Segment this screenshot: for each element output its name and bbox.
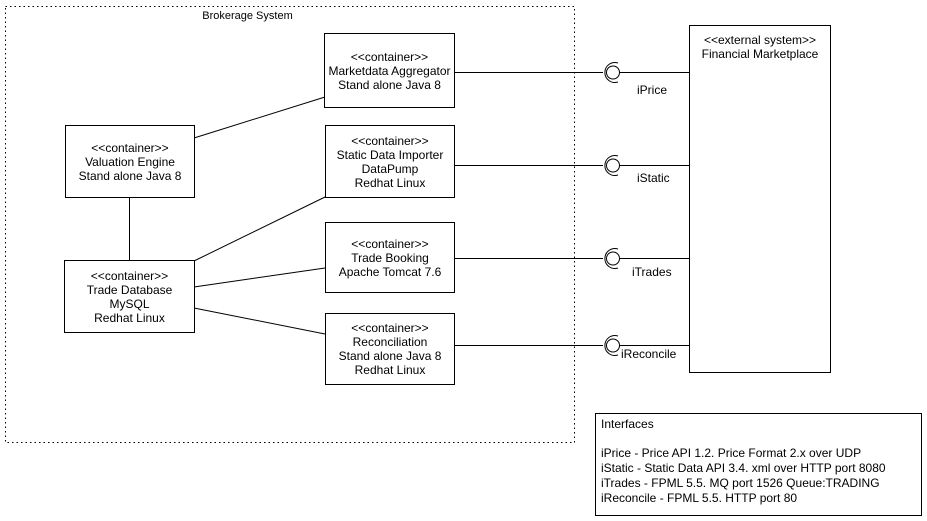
- container-technology: MySQL: [109, 296, 150, 311]
- container-name: Static Data Importer: [336, 147, 444, 162]
- brokerage-system-boundary: [5, 6, 575, 443]
- legend-line-ireconcile: iReconcile - FPML 5.5. HTTP port 80: [601, 491, 798, 505]
- external-system-financial-marketplace: <<external system>> Financial Marketplac…: [689, 25, 831, 373]
- stereotype-label: <<external system>>: [703, 33, 817, 47]
- container-os: Redhat Linux: [94, 310, 165, 325]
- itrades-label: iTrades: [632, 265, 672, 279]
- container-trade-booking: <<container>> Trade Booking Apache Tomca…: [325, 222, 455, 293]
- container-name: Marketdata Aggregator: [328, 63, 451, 78]
- legend-line-itrades: iTrades - FPML 5.5. MQ port 1526 Queue:T…: [601, 476, 880, 490]
- legend-line-iprice: iPrice - Price API 1.2. Price Format 2.x…: [601, 446, 862, 460]
- container-valuation-engine: <<container>> Valuation Engine Stand alo…: [65, 125, 195, 198]
- istatic-lollipop-icon: [604, 155, 620, 176]
- container-name: Valuation Engine: [85, 154, 175, 169]
- container-static-data-importer: <<container>> Static Data Importer DataP…: [325, 125, 455, 198]
- connector-tradedb-to-tradebooking: [193, 267, 326, 288]
- iprice-label: iPrice: [637, 83, 668, 97]
- itrades-lollipop-icon: [604, 248, 620, 269]
- container-trade-database: <<container>> Trade Database MySQL Redha…: [64, 260, 195, 333]
- legend-line-istatic: iStatic - Static Data API 3.4. xml over …: [601, 461, 886, 475]
- stereotype-label: <<container>>: [91, 140, 169, 155]
- container-os: Redhat Linux: [354, 363, 426, 377]
- container-name: Trade Booking: [351, 250, 429, 265]
- connector-tradedb-to-staticimporter: [193, 196, 326, 262]
- container-technology: DataPump: [361, 161, 419, 176]
- external-system-name: Financial Marketplace: [701, 47, 819, 61]
- stereotype-label: <<container>>: [350, 49, 429, 64]
- connector-valuation-to-marketdata: [193, 96, 326, 139]
- container-technology: Stand alone Java 8: [78, 168, 182, 183]
- container-name: Reconciliation: [352, 335, 428, 349]
- legend-title: Interfaces: [601, 417, 654, 431]
- system-boundary-label: Brokerage System: [202, 10, 293, 22]
- connector-tradedb-to-reconciliation: [193, 307, 326, 335]
- container-marketdata-aggregator: <<container>> Marketdata Aggregator Stan…: [324, 33, 455, 108]
- istatic-label: iStatic: [637, 171, 670, 185]
- stereotype-label: <<container>>: [351, 133, 429, 148]
- stereotype-label: <<container>>: [351, 236, 429, 251]
- stereotype-label: <<container>>: [90, 268, 169, 283]
- container-os: Redhat Linux: [354, 175, 426, 190]
- container-technology: Stand alone Java 8: [338, 77, 441, 92]
- ireconcile-label: iReconcile: [621, 347, 677, 361]
- stereotype-label: <<container>>: [351, 321, 429, 335]
- container-reconciliation: <<container>> Reconciliation Stand alone…: [325, 313, 455, 385]
- ireconcile-lollipop-icon: [604, 335, 620, 356]
- interfaces-legend: Interfaces iPrice - Price API 1.2. Price…: [595, 413, 922, 516]
- container-technology: Stand alone Java 8: [338, 349, 442, 363]
- container-name: Trade Database: [86, 282, 173, 297]
- container-technology: Apache Tomcat 7.6: [338, 264, 442, 279]
- iprice-lollipop-icon: [604, 62, 620, 83]
